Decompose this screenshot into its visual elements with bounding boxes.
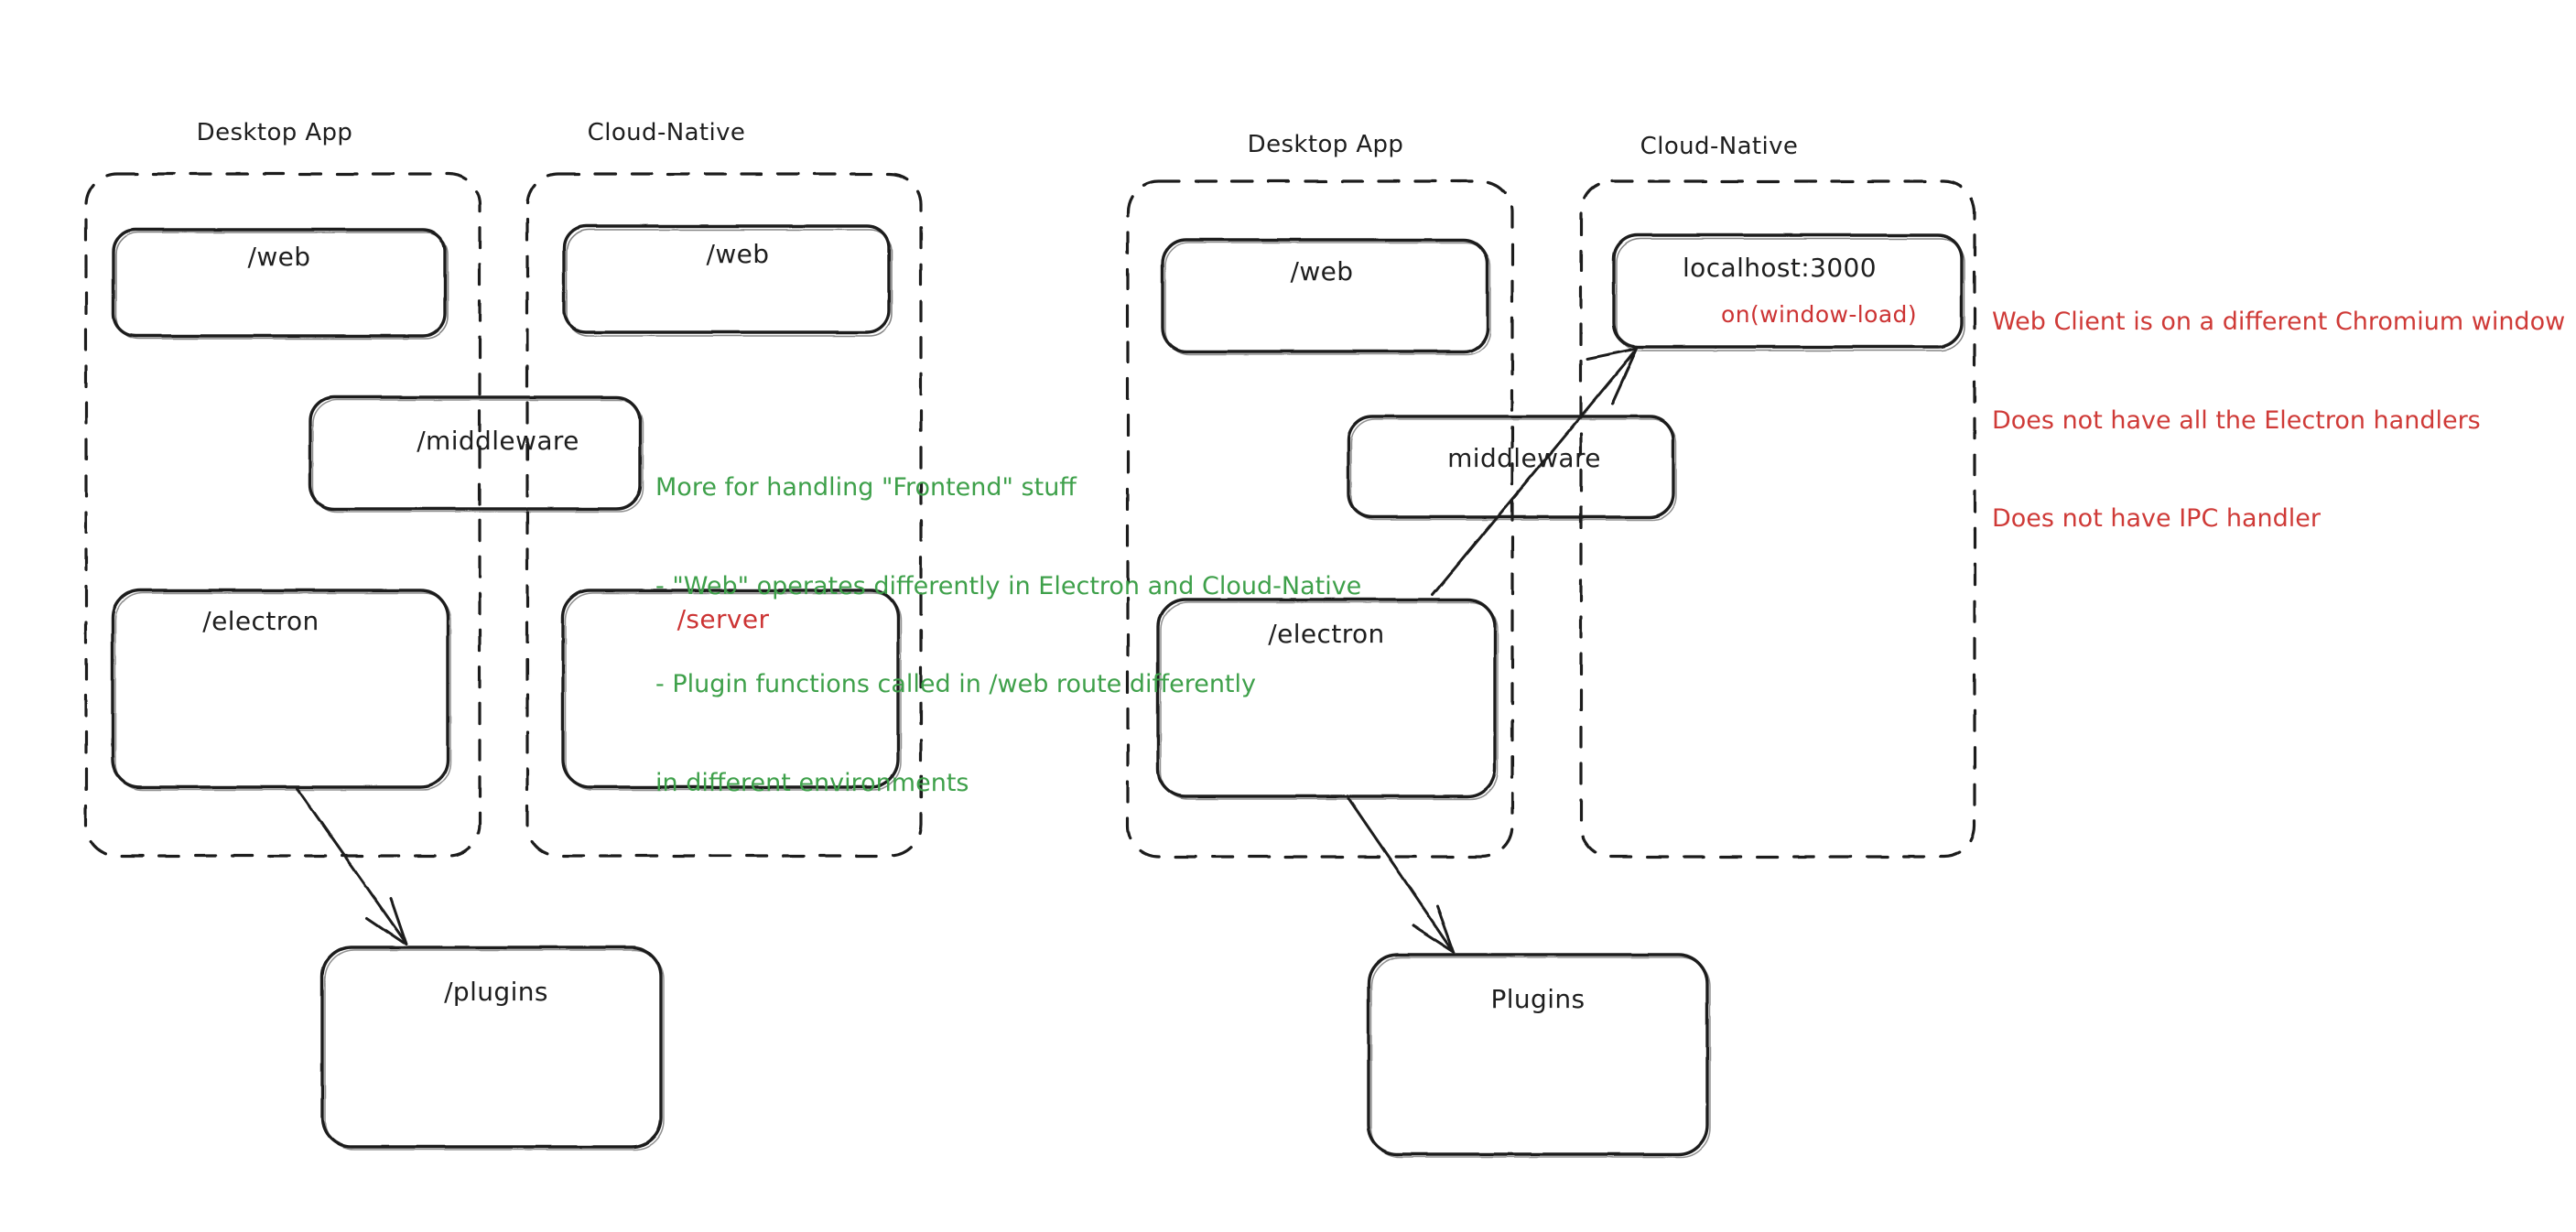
node-label-right-localhost[interactable]: localhost:3000: [1683, 253, 1877, 283]
node-label-left-server[interactable]: /server: [676, 604, 770, 634]
node-left-server-outline: [561, 589, 902, 791]
group-left-cloud-outline: [525, 172, 923, 858]
node-left-desktop-web-outline: [112, 228, 449, 340]
group-label-right-desktop: Desktop App: [1247, 131, 1404, 158]
node-label-left-desktop-web[interactable]: /web: [247, 242, 311, 272]
node-sublabel-right-localhost-onload: on(window-load): [1721, 301, 1917, 328]
node-label-left-plugins[interactable]: /plugins: [444, 977, 548, 1007]
arrow-left-electron-to-plugins: [296, 787, 408, 946]
annotation-web-client-line-3: Does not have IPC handler: [1992, 504, 2322, 534]
node-right-localhost-outline: [1612, 233, 1965, 351]
node-left-plugins-outline: [320, 946, 665, 1151]
node-left-middleware-outline: [308, 395, 644, 513]
group-left-desktop-outline: [84, 172, 482, 858]
node-left-cloud-web-outline: [562, 224, 893, 337]
annotation-web-client-line-2: Does not have all the Electron handlers: [1992, 405, 2481, 435]
arrow-right-electron-to-localhost: [1431, 347, 1639, 597]
annotation-frontend-note: More for handling "Frontend" stuff - "We…: [655, 405, 1361, 866]
annotation-frontend-line-3: - Plugin functions called in /web route …: [655, 670, 1257, 699]
node-label-left-electron[interactable]: /electron: [202, 606, 319, 636]
node-right-electron-outline: [1156, 598, 1499, 800]
group-label-left-cloud: Cloud-Native: [587, 119, 746, 146]
node-label-left-cloud-web[interactable]: /web: [706, 239, 770, 269]
node-label-right-middleware[interactable]: middleware: [1447, 443, 1601, 473]
group-right-cloud-outline: [1579, 179, 1976, 859]
annotation-frontend-line-4: in different environments: [655, 768, 969, 797]
annotation-web-client-note: Web Client is on a different Chromium wi…: [1992, 240, 2565, 601]
annotation-frontend-line-1: More for handling "Frontend" stuff: [655, 472, 1077, 502]
group-right-desktop-outline: [1126, 179, 1514, 859]
annotation-web-client-line-1: Web Client is on a different Chromium wi…: [1992, 307, 2566, 336]
arrow-right-electron-to-plugins: [1347, 796, 1456, 954]
annotation-frontend-line-2: - "Web" operates differently in Electron…: [655, 571, 1362, 600]
node-left-electron-outline: [111, 589, 451, 791]
group-label-right-cloud: Cloud-Native: [1640, 133, 1799, 160]
group-label-left-desktop: Desktop App: [196, 119, 353, 146]
node-right-desktop-web-outline: [1161, 238, 1491, 355]
node-label-right-plugins[interactable]: Plugins: [1490, 984, 1586, 1014]
node-right-plugins-outline: [1367, 953, 1711, 1158]
node-label-left-middleware[interactable]: /middleware: [417, 426, 579, 456]
node-right-middleware-outline: [1347, 415, 1677, 521]
node-label-right-desktop-web[interactable]: /web: [1290, 256, 1354, 286]
node-label-right-electron[interactable]: /electron: [1268, 619, 1385, 649]
